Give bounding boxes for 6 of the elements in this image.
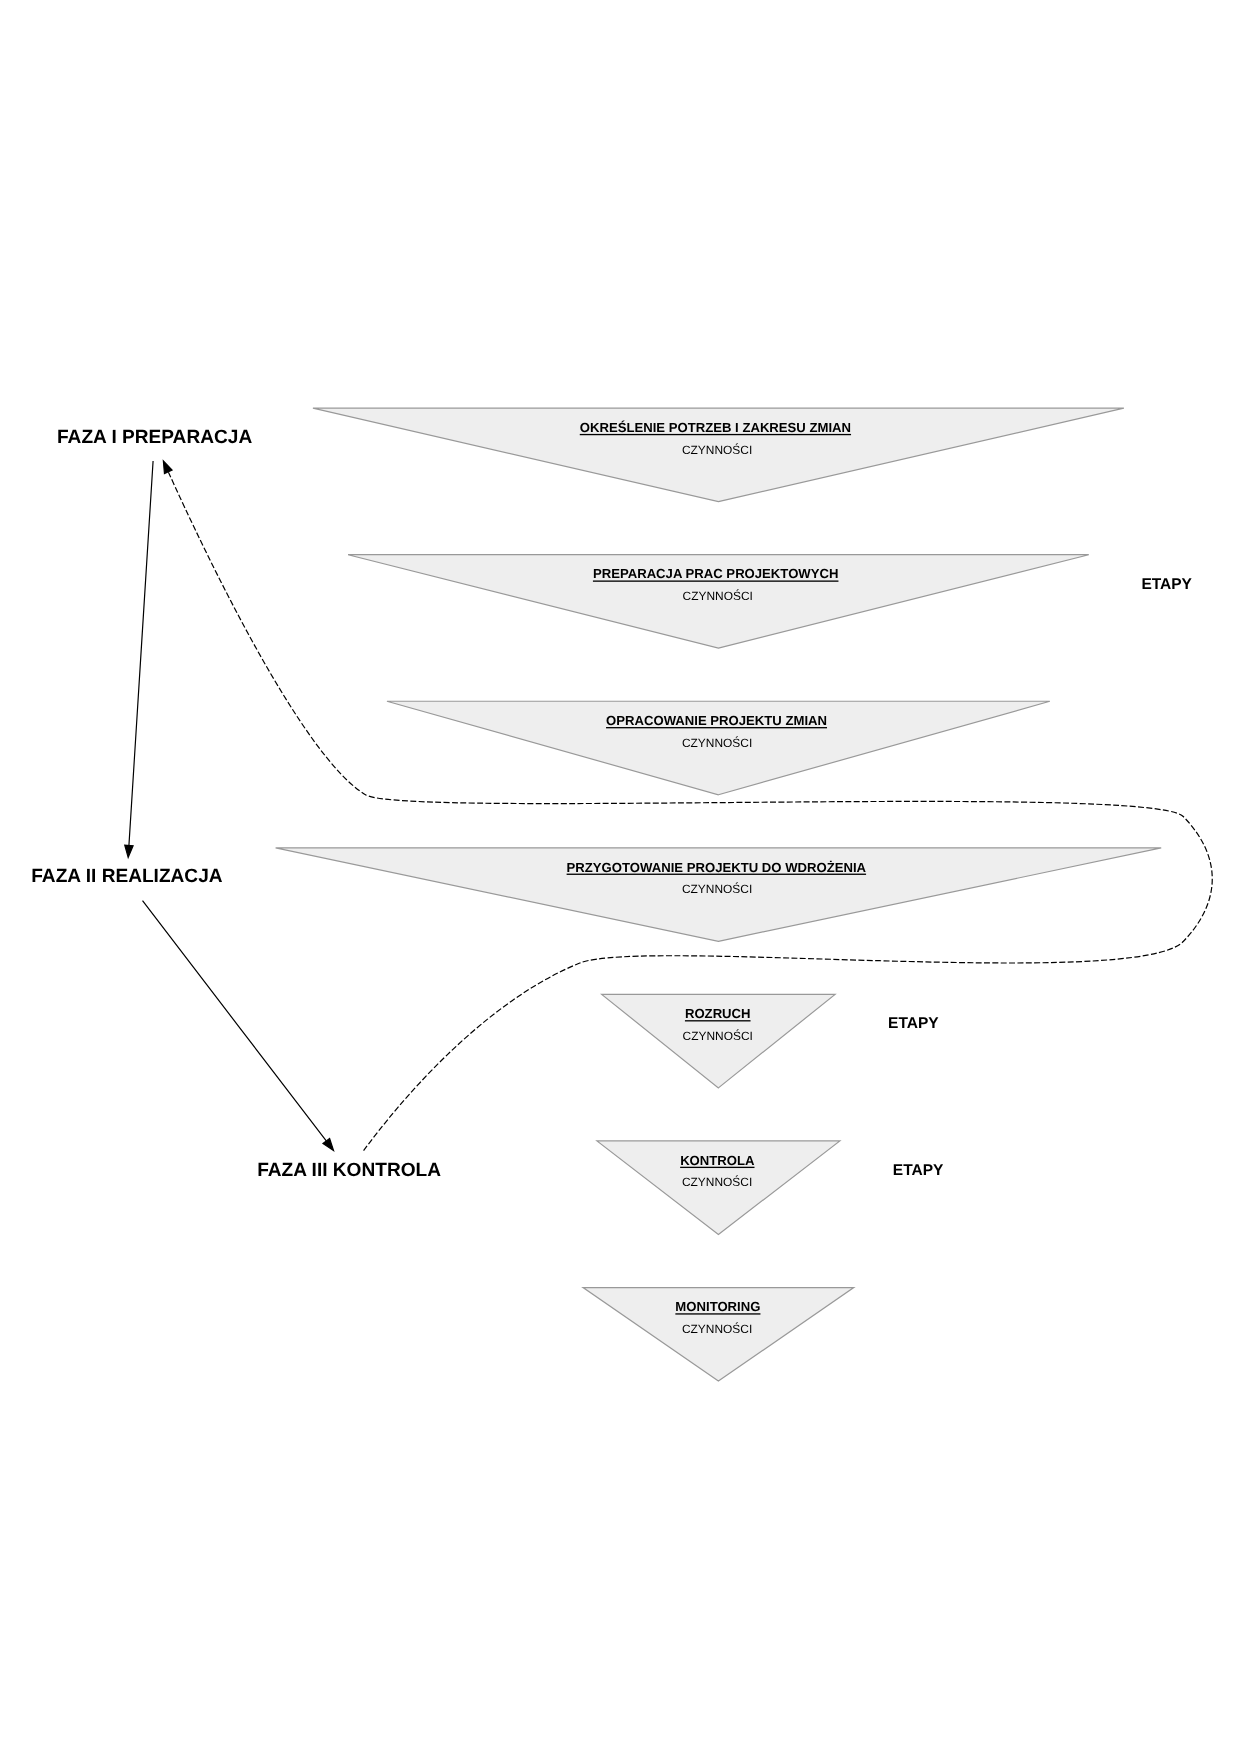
arrow	[141, 899, 335, 1151]
node-text: FAZA I PREPARACJA	[56, 425, 253, 448]
arrow	[123, 459, 154, 859]
arrow	[162, 458, 1213, 1151]
node-text: FAZA III KONTROLA	[257, 1158, 442, 1181]
node-text: FAZA II REALIZACJA	[31, 865, 223, 888]
